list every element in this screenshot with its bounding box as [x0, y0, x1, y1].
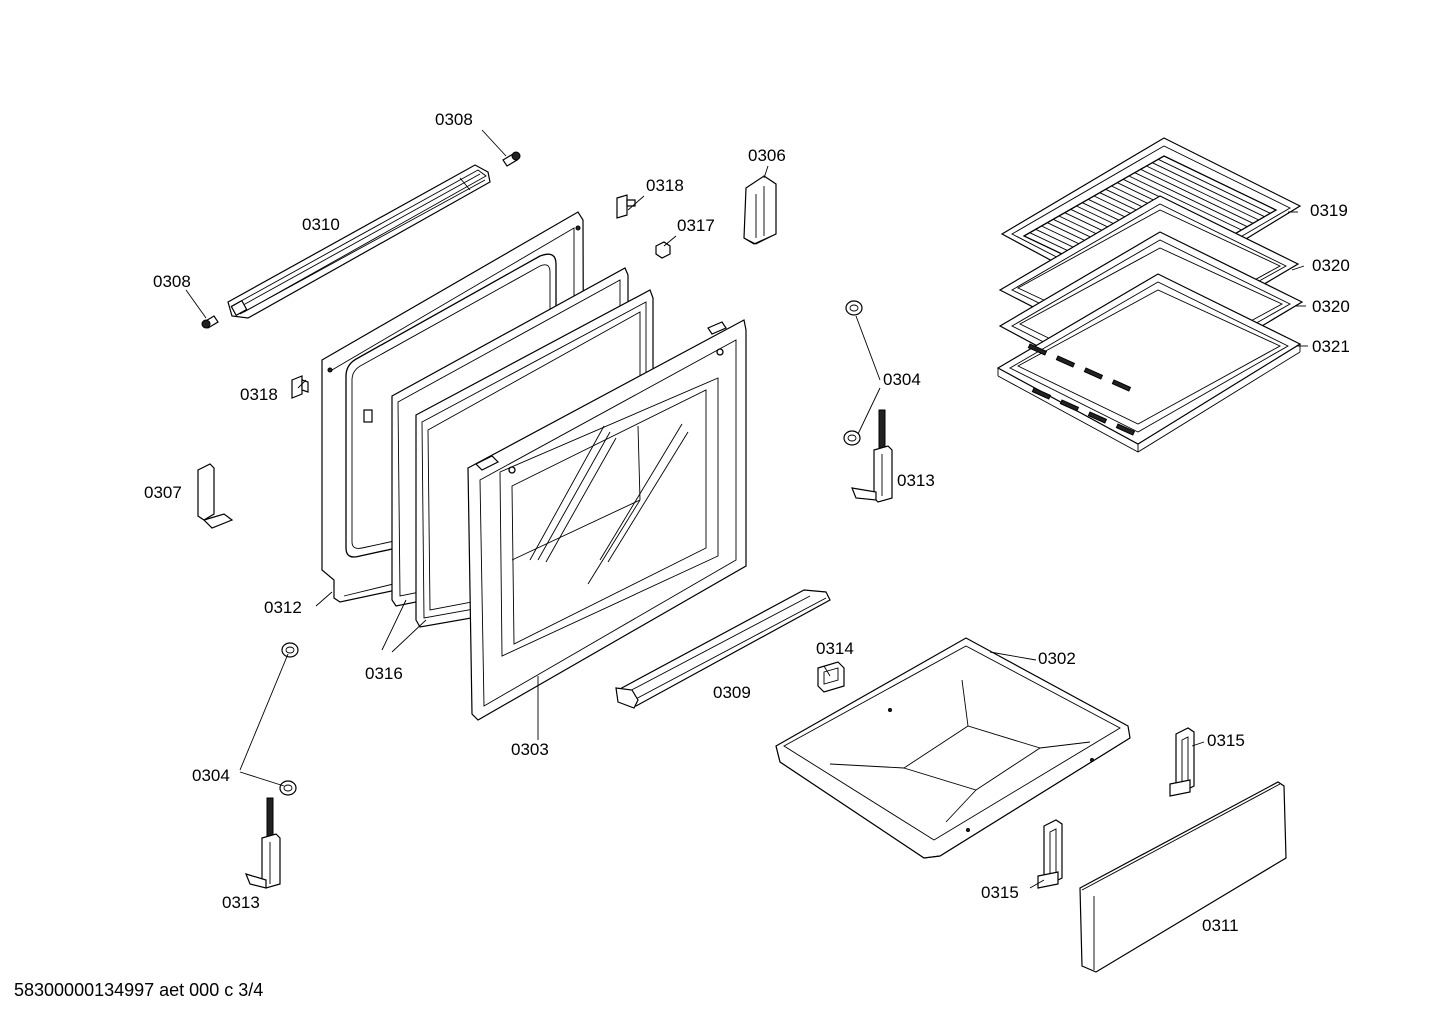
- callout-0304-left: 0304: [192, 766, 230, 785]
- vent-slot: [1031, 387, 1052, 400]
- callout-0308-left: 0308: [153, 272, 191, 291]
- part-0314-bracket: [817, 661, 845, 693]
- callout-0319: 0319: [1310, 201, 1348, 220]
- tray-vent-slots: [1027, 343, 1136, 436]
- part-0304-roller-3: [845, 300, 863, 316]
- callout-0316: 0316: [365, 664, 403, 683]
- part-0310-top-trim: [227, 164, 491, 319]
- part-0321-tray-deep: [996, 273, 1302, 453]
- callout-0304-right: 0304: [883, 370, 921, 389]
- callout-0315-upper: 0315: [1207, 731, 1245, 750]
- callout-0306: 0306: [748, 146, 786, 165]
- part-0317-small-clip: [655, 241, 671, 259]
- rack-wire: [1140, 168, 1254, 224]
- callout-0314: 0314: [816, 639, 854, 658]
- callout-0312: 0312: [264, 598, 302, 617]
- part-0318-clip-left: [291, 375, 309, 399]
- callout-0308-top: 0308: [435, 110, 473, 129]
- vent-slot: [1083, 367, 1104, 380]
- part-0303-outer-door: [467, 319, 747, 721]
- callout-0311: 0311: [1202, 916, 1239, 935]
- callout-labels: 0308 0310 0308 0318 0317 0306 0318 0307 …: [144, 110, 1350, 935]
- part-0313-hinge-left: [244, 797, 281, 889]
- part-0304-roller-4: [843, 430, 861, 446]
- document-reference: 58300000134997 aet 000 c 3/4: [14, 980, 264, 1000]
- callout-0320-upper: 0320: [1312, 256, 1350, 275]
- part-0304-roller-2: [279, 780, 297, 796]
- part-0315-slide-upper: [1169, 727, 1195, 797]
- rack-wire: [1134, 172, 1248, 228]
- part-0318-clip-top: [616, 194, 636, 219]
- part-0306-hinge-bracket: [743, 175, 777, 245]
- callout-0313-right: 0313: [897, 471, 935, 490]
- callout-0315-lower: 0315: [981, 883, 1019, 902]
- vent-slot: [1027, 343, 1048, 356]
- rack-wire: [1152, 162, 1265, 218]
- rack-wire: [1157, 158, 1271, 214]
- callout-0320-lower: 0320: [1312, 297, 1350, 316]
- callout-0317: 0317: [677, 216, 715, 235]
- callout-0318-top: 0318: [646, 176, 684, 195]
- vent-slot: [1115, 423, 1136, 436]
- part-0315-slide-lower: [1037, 819, 1063, 889]
- part-0307-bracket: [197, 463, 234, 529]
- part-0311-drawer-front-panel: [1079, 781, 1287, 973]
- vent-slot: [1059, 399, 1080, 412]
- part-0304-roller-1: [281, 642, 299, 658]
- rack-wire: [1146, 165, 1259, 221]
- vent-slot: [1111, 379, 1132, 392]
- vent-slot: [1087, 411, 1108, 424]
- callout-0307: 0307: [144, 483, 182, 502]
- callout-0303: 0303: [511, 740, 549, 759]
- callout-0302: 0302: [1038, 649, 1076, 668]
- part-0308-screw-top: [502, 151, 521, 167]
- callout-0318-left: 0318: [240, 385, 278, 404]
- part-0308-screw-left: [201, 315, 219, 329]
- part-0309-handle: [615, 589, 831, 709]
- leader-lines: [185, 129, 1308, 889]
- vent-slot: [1055, 355, 1076, 368]
- callout-0309: 0309: [713, 683, 751, 702]
- callout-0321: 0321: [1312, 337, 1350, 356]
- callout-0310: 0310: [302, 215, 340, 234]
- callout-0313-left: 0313: [222, 893, 260, 912]
- rack-wire: [1128, 175, 1242, 231]
- part-0313-hinge-right: [851, 409, 893, 503]
